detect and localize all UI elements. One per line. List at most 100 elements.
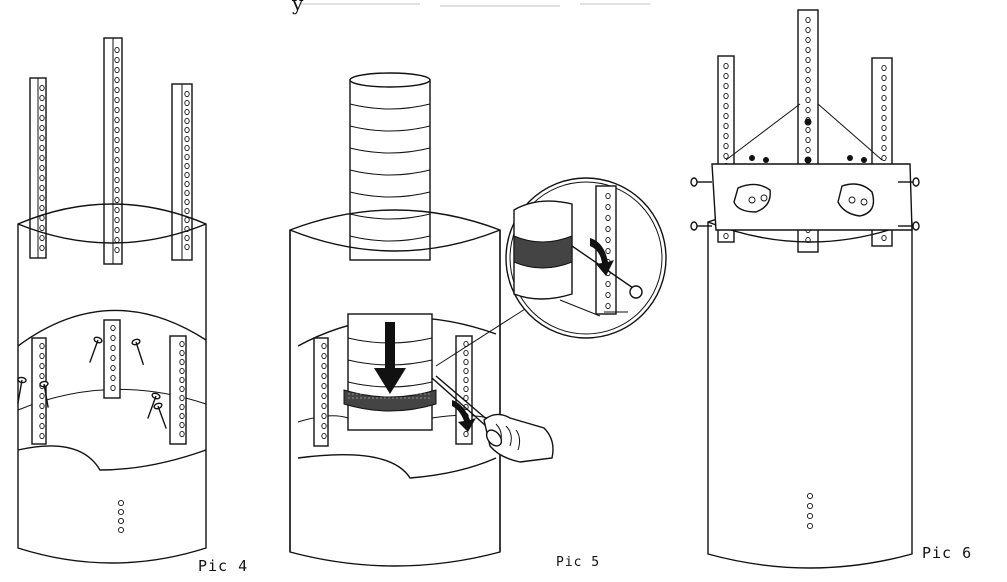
rail-hole xyxy=(605,214,611,222)
rail-hole xyxy=(321,372,327,380)
rail-hole xyxy=(114,106,120,114)
rail-hole xyxy=(605,302,611,310)
rail-hole xyxy=(321,432,327,440)
rail-hole xyxy=(881,234,887,242)
rail-hole xyxy=(39,134,45,142)
panel-pic-4: Pic 4 xyxy=(17,37,248,575)
rail-hole xyxy=(39,402,45,410)
rail-hole xyxy=(184,234,190,242)
rail-hole xyxy=(114,86,120,94)
rail-holes xyxy=(179,340,185,438)
rail-hole xyxy=(39,94,45,102)
rail-hole xyxy=(184,171,190,179)
rail-holes xyxy=(114,46,120,254)
rail-hole xyxy=(805,36,811,44)
rail-holes xyxy=(321,342,327,440)
rail-hole xyxy=(114,66,120,74)
rail-hole xyxy=(179,340,185,348)
rail-hole xyxy=(114,76,120,84)
rail-hole xyxy=(39,144,45,152)
rail-left xyxy=(29,77,47,259)
rail-hole xyxy=(39,204,45,212)
rail-hole xyxy=(114,146,120,154)
rail-hole xyxy=(321,362,327,370)
rail-hole xyxy=(110,374,116,382)
rail-holes xyxy=(39,84,45,252)
rail-hole xyxy=(184,99,190,107)
rail-hole xyxy=(723,82,729,90)
rail-hole xyxy=(805,126,811,134)
down-arrow-icon xyxy=(374,322,406,394)
rail-hole xyxy=(184,207,190,215)
rail-hole xyxy=(184,126,190,134)
rail-hole xyxy=(723,122,729,130)
rail-hole xyxy=(114,236,120,244)
rail-hole xyxy=(881,134,887,142)
rail-hole xyxy=(179,403,185,411)
rail-hole xyxy=(184,189,190,197)
rail-hole xyxy=(184,117,190,125)
rail-hole xyxy=(723,102,729,110)
rail-hole xyxy=(321,412,327,420)
screw-set xyxy=(690,118,920,231)
clamp-band xyxy=(343,389,437,412)
rail-hole xyxy=(39,432,45,440)
rail-hole xyxy=(463,376,469,384)
rail-hole xyxy=(881,144,887,152)
rail-hole xyxy=(321,392,327,400)
detail-callout xyxy=(505,177,667,339)
rail-hole xyxy=(723,62,729,70)
rail-hole xyxy=(321,382,327,390)
rail-hole xyxy=(114,206,120,214)
rail-hole xyxy=(114,216,120,224)
rail-hole xyxy=(184,198,190,206)
rail-hole xyxy=(184,90,190,98)
rail-hole xyxy=(805,26,811,34)
rail-hole xyxy=(805,146,811,154)
rail-hole xyxy=(184,108,190,116)
rail-hole xyxy=(184,135,190,143)
rail-hole xyxy=(114,226,120,234)
rail-hole xyxy=(321,402,327,410)
panel-label: Pic 4 xyxy=(198,557,248,575)
rail-hole xyxy=(805,56,811,64)
rail-hole xyxy=(723,152,729,160)
rail-hole xyxy=(39,244,45,252)
rail-hole xyxy=(39,184,45,192)
rail-hole xyxy=(805,16,811,24)
rail-hole xyxy=(39,342,45,350)
rail-hole xyxy=(39,174,45,182)
rail-hole xyxy=(881,74,887,82)
rail-right xyxy=(171,83,193,261)
rail-hole xyxy=(805,76,811,84)
rail-hole xyxy=(39,154,45,162)
rail-hole xyxy=(605,203,611,211)
mounting-bracket xyxy=(711,163,913,231)
rail-hole xyxy=(184,153,190,161)
rail-hole xyxy=(881,104,887,112)
rail-hole xyxy=(723,112,729,120)
rail-hole xyxy=(39,412,45,420)
rail-hole xyxy=(114,176,120,184)
rail-hole xyxy=(114,56,120,64)
rail-hole xyxy=(881,84,887,92)
rail-hole xyxy=(39,352,45,360)
control-buttons xyxy=(117,499,125,534)
rail-hole xyxy=(805,86,811,94)
rail-hole xyxy=(881,154,887,162)
rotate-arrow-icon xyxy=(452,400,476,432)
rail-holes xyxy=(110,324,116,392)
rail-hole xyxy=(463,349,469,357)
duct-stack xyxy=(349,72,431,261)
rail-hole xyxy=(39,114,45,122)
panel-label: Pic 5 xyxy=(556,555,600,570)
rail-hole xyxy=(463,394,469,402)
rail-hole xyxy=(184,144,190,152)
rail-hole xyxy=(463,358,469,366)
rail-hole xyxy=(723,232,729,240)
rail-hole xyxy=(114,126,120,134)
rail-hole xyxy=(805,106,811,114)
rail-hole xyxy=(39,104,45,112)
rail-hole xyxy=(463,367,469,375)
rail-hole xyxy=(184,162,190,170)
